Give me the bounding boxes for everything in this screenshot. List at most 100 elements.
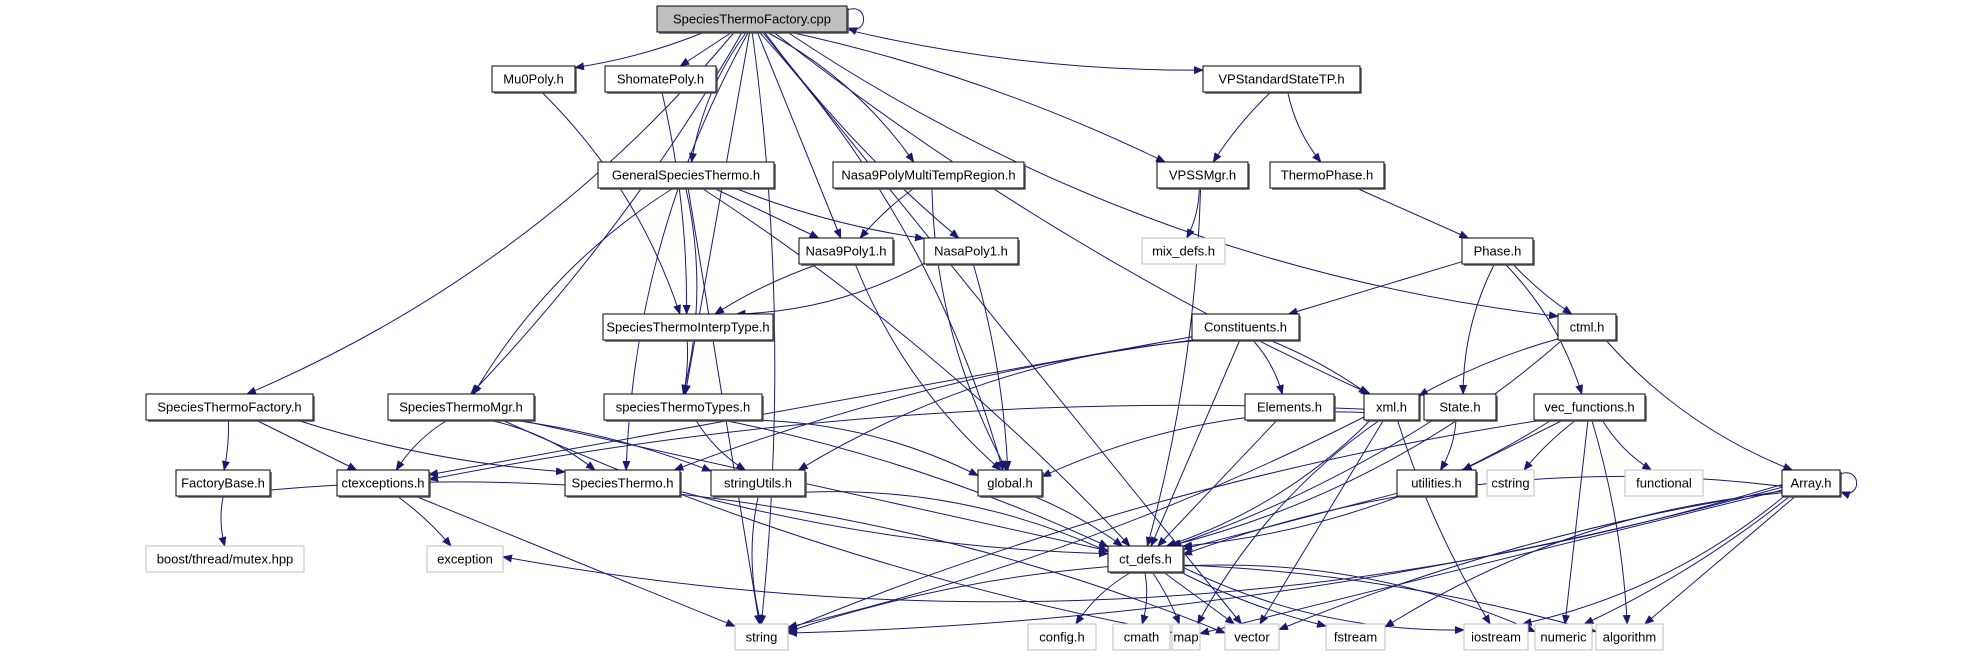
node-state[interactable]: State.h: [1423, 393, 1498, 422]
node-box: [1486, 469, 1535, 497]
node-mu0[interactable]: Mu0Poly.h: [491, 65, 577, 94]
edge-stmgr-to-spth: [488, 419, 596, 471]
node-label: stringUtils.h: [724, 476, 792, 491]
node-xml[interactable]: xml.h: [1363, 393, 1421, 422]
node-spth[interactable]: SpeciesThermo.h: [564, 469, 682, 498]
node-shadow: [1205, 68, 1362, 94]
node-box[interactable]: [387, 393, 535, 421]
node-nasa1[interactable]: NasaPoly1.h: [923, 237, 1020, 266]
node-box: [1141, 237, 1226, 265]
node-boostmutex: boost/thread/mutex.hpp: [145, 545, 305, 573]
node-label: SpeciesThermoInterpType.h: [606, 320, 769, 335]
edge-nasa9-to-global: [854, 263, 1002, 471]
edge-stmgr-to-ctdefs: [519, 419, 1109, 553]
node-sttypes[interactable]: speciesThermoTypes.h: [603, 393, 764, 422]
node-box[interactable]: [1533, 393, 1646, 421]
edge-gst-to-nasa9: [713, 187, 820, 239]
node-box[interactable]: [1557, 313, 1617, 341]
node-box[interactable]: [603, 393, 763, 421]
node-box[interactable]: [1244, 393, 1335, 421]
node-phase[interactable]: Phase.h: [1461, 237, 1535, 266]
node-label: FactoryBase.h: [181, 476, 265, 491]
node-box[interactable]: [923, 237, 1019, 265]
node-box: [426, 545, 504, 573]
node-gst[interactable]: GeneralSpeciesThermo.h: [597, 161, 776, 190]
node-array[interactable]: Array.h: [1781, 469, 1842, 498]
node-stmgr[interactable]: SpeciesThermoMgr.h: [387, 393, 536, 422]
node-vecfn[interactable]: vec_functions.h: [1533, 393, 1647, 422]
node-constituents[interactable]: Constituents.h: [1191, 313, 1301, 342]
node-shadow: [1399, 472, 1478, 498]
node-root[interactable]: SpeciesThermoFactory.cpp: [656, 5, 849, 34]
edge-vpstd-to-thermophase: [1287, 91, 1322, 163]
node-stfh[interactable]: SpeciesThermoFactory.h: [145, 393, 315, 422]
edge-root-to-vpstd: [846, 29, 1204, 75]
node-stit[interactable]: SpeciesThermoInterpType.h: [602, 313, 775, 342]
node-label: cmath: [1124, 630, 1159, 645]
node-box[interactable]: [145, 393, 314, 421]
edge-phase-to-vecfn: [1504, 263, 1583, 395]
node-elements[interactable]: Elements.h: [1244, 393, 1336, 422]
node-box[interactable]: [710, 469, 806, 497]
node-factorybase[interactable]: FactoryBase.h: [175, 469, 272, 498]
node-label: SpeciesThermoFactory.cpp: [673, 12, 831, 27]
node-box[interactable]: [491, 65, 576, 93]
node-utilities[interactable]: utilities.h: [1396, 469, 1478, 498]
edge-ctdefs-to-map: [1151, 571, 1180, 625]
node-box[interactable]: [602, 313, 774, 341]
node-box[interactable]: [798, 237, 894, 265]
node-box[interactable]: [1423, 393, 1497, 421]
node-label: SpeciesThermoFactory.h: [157, 400, 301, 415]
node-shadow: [1560, 316, 1618, 342]
node-vpstd[interactable]: VPStandardStateTP.h: [1202, 65, 1362, 94]
edge-array-to-vector: [1278, 490, 1783, 631]
node-box[interactable]: [336, 469, 430, 497]
node-box[interactable]: [597, 161, 775, 189]
edge-stmgr-to-ctexc: [395, 419, 448, 471]
node-box[interactable]: [832, 161, 1025, 189]
node-label: cstring: [1491, 476, 1529, 491]
edge-factorybase-to-boostmutex: [218, 495, 227, 547]
node-box[interactable]: [175, 469, 271, 497]
edge-constituents-to-ctdefs: [1150, 339, 1241, 547]
node-box[interactable]: [1363, 393, 1420, 421]
node-thermophase[interactable]: ThermoPhase.h: [1269, 161, 1386, 190]
node-box[interactable]: [1202, 65, 1361, 93]
edge-xml-to-string: [787, 416, 1365, 630]
edge-vecfn-to-algorithm: [1591, 419, 1631, 625]
node-box[interactable]: [1396, 469, 1477, 497]
node-box[interactable]: [564, 469, 681, 497]
edge-xml-to-ctdefs: [1165, 419, 1371, 547]
node-box: [1224, 623, 1280, 651]
node-shadow: [1272, 164, 1386, 190]
node-shadow: [1159, 164, 1250, 190]
node-ctexc[interactable]: ctexceptions.h: [336, 469, 431, 498]
node-box[interactable]: [1156, 161, 1249, 189]
node-box[interactable]: [977, 469, 1043, 497]
node-box[interactable]: [1781, 469, 1841, 497]
node-box[interactable]: [1107, 545, 1184, 573]
node-label: VPSSMgr.h: [1169, 168, 1236, 183]
edge-elements-to-ctdefs: [1157, 419, 1278, 547]
node-shomate[interactable]: ShomatePoly.h: [604, 65, 718, 94]
node-box[interactable]: [1269, 161, 1385, 189]
node-strutils[interactable]: stringUtils.h: [710, 469, 807, 498]
node-vpssmgr[interactable]: VPSSMgr.h: [1156, 161, 1250, 190]
node-box[interactable]: [656, 5, 848, 33]
node-nasa9[interactable]: Nasa9Poly1.h: [798, 237, 895, 266]
node-global[interactable]: global.h: [977, 469, 1044, 498]
node-nasamulti[interactable]: Nasa9PolyMultiTempRegion.h: [832, 161, 1026, 190]
edge-root-to-vector: [762, 31, 1243, 625]
node-ctdefs[interactable]: ct_defs.h: [1107, 545, 1185, 574]
node-box[interactable]: [604, 65, 717, 93]
edge-vpssmgr-to-mixdefs: [1186, 187, 1200, 239]
node-box[interactable]: [1191, 313, 1300, 341]
edge-spth-to-ctdefs: [679, 490, 1109, 558]
node-label: boost/thread/mutex.hpp: [157, 552, 294, 567]
edge-array-to-array: [1839, 472, 1857, 499]
node-ctml[interactable]: ctml.h: [1557, 313, 1618, 342]
edge-stmgr-to-map: [501, 419, 1173, 635]
node-box: [145, 545, 305, 573]
node-box[interactable]: [1461, 237, 1534, 265]
